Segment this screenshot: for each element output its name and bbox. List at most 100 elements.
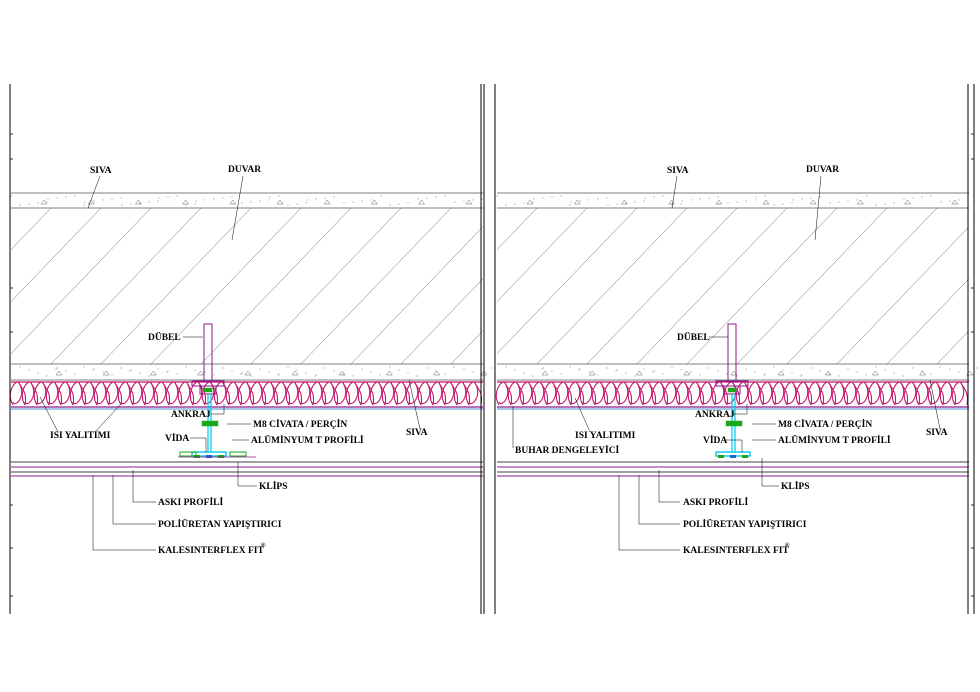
screw	[730, 455, 736, 458]
plaster-dot	[268, 199, 270, 201]
plaster-texture	[10, 195, 492, 377]
label-dubel: DÜBEL	[148, 330, 181, 343]
plaster-dot	[213, 198, 215, 200]
clip	[718, 455, 724, 458]
hatch-line	[150, 208, 302, 364]
plaster-dot	[195, 200, 197, 202]
plaster-dot	[523, 202, 525, 204]
plaster-dot	[296, 369, 298, 371]
plaster-dot	[158, 197, 160, 199]
plaster-dot	[241, 372, 243, 374]
plaster-dot	[782, 203, 784, 205]
plaster-dot	[389, 366, 391, 368]
screw	[206, 455, 212, 458]
structure-lines	[497, 192, 969, 477]
plaster-dot	[514, 203, 516, 205]
plaster-dot	[838, 201, 840, 203]
plaster-dot	[949, 200, 951, 202]
plaster-dot	[505, 204, 507, 206]
plaster-dot	[523, 372, 525, 374]
leader-isi	[574, 397, 591, 433]
label-vida: VİDA	[703, 434, 727, 446]
leader-ankraj	[733, 404, 748, 415]
plaster-aggregate	[777, 370, 785, 376]
plaster-dot	[370, 199, 372, 201]
plaster-dot	[65, 196, 67, 198]
plaster-aggregate	[40, 199, 48, 205]
plaster-aggregate	[182, 199, 190, 205]
hatch-line	[536, 208, 688, 364]
plaster-aggregate	[904, 199, 912, 205]
hatch-line	[300, 208, 452, 364]
label-civata: M8 CİVATA / PERÇİN	[778, 418, 872, 430]
plaster-aggregate	[951, 199, 959, 205]
label-poliuretan: POLİÜRETAN YAPIŞTIRICI	[683, 517, 807, 530]
plaster-dot	[176, 373, 178, 375]
hatch-line	[200, 208, 352, 364]
leader-duvar	[814, 175, 822, 241]
plaster-dot	[551, 196, 553, 198]
plaster-dot	[222, 367, 224, 369]
plaster-dot	[533, 198, 535, 200]
plaster-dot	[93, 368, 95, 370]
plaster-aggregate	[149, 370, 157, 376]
plaster-dot	[884, 369, 886, 371]
plaster-aggregate	[418, 199, 426, 205]
hatch-line	[501, 208, 651, 364]
plaster-dot	[875, 366, 877, 368]
label-buhar: BUHAR DENGELEYİCİ	[515, 444, 620, 456]
plaster-dot	[47, 198, 49, 200]
plaster-dot	[717, 196, 719, 198]
label-poliuretan: POLİÜRETAN YAPIŞTIRICI	[158, 517, 282, 530]
plaster-aggregate	[809, 199, 817, 205]
plaster-dot	[653, 370, 655, 372]
plaster-aggregate	[134, 199, 142, 205]
plaster-dot	[791, 372, 793, 374]
plaster-dot	[949, 368, 951, 370]
plaster-aggregate	[762, 199, 770, 205]
plaster-dot	[167, 196, 169, 198]
plaster-dot	[865, 374, 867, 376]
label-civata: M8 CİVATA / PERÇİN	[253, 418, 347, 430]
plaster-dot	[259, 200, 261, 202]
registered-mark: ®	[785, 542, 790, 549]
leader-aski	[658, 470, 680, 503]
plaster-dot	[699, 198, 701, 200]
leader-sivaTop	[671, 175, 678, 209]
plaster-dot	[84, 201, 86, 203]
plaster-dot	[791, 202, 793, 204]
label-dubel: DÜBEL	[677, 330, 710, 343]
plaster-dot	[726, 373, 728, 375]
plaster-dot	[551, 370, 553, 372]
drawing-frame	[9, 84, 975, 614]
plaster-dot	[616, 369, 618, 371]
plaster-dot	[222, 197, 224, 199]
plaster-dot	[231, 196, 233, 198]
hatch-line	[50, 208, 202, 364]
plaster-dot	[55, 368, 57, 370]
plaster-dot	[194, 369, 196, 371]
label-kalesinterflex: KALESINTERFLEX FIT	[158, 546, 265, 556]
hatch-line	[586, 208, 738, 364]
hatch-line	[0, 208, 1, 364]
leader-ankraj	[211, 404, 225, 415]
hatch-line	[11, 208, 152, 354]
label-siva-top: SIVA	[667, 166, 689, 176]
plaster-dot	[407, 372, 409, 374]
plaster-dot	[578, 369, 580, 371]
plaster-dot	[643, 200, 645, 202]
leader-kales	[618, 475, 680, 551]
plaster-dot	[680, 203, 682, 205]
plaster-dot	[708, 367, 710, 369]
plaster-dot	[505, 366, 507, 368]
plaster-dot	[532, 201, 534, 203]
label-vida: VİDA	[165, 432, 189, 444]
plaster-dot	[250, 201, 252, 203]
plaster-dot	[296, 203, 298, 205]
plaster-dot	[407, 202, 409, 204]
plaster-aggregate	[620, 199, 628, 205]
plaster-dot	[185, 366, 187, 368]
plaster-dot	[259, 368, 261, 370]
plaster-dot	[157, 200, 159, 202]
